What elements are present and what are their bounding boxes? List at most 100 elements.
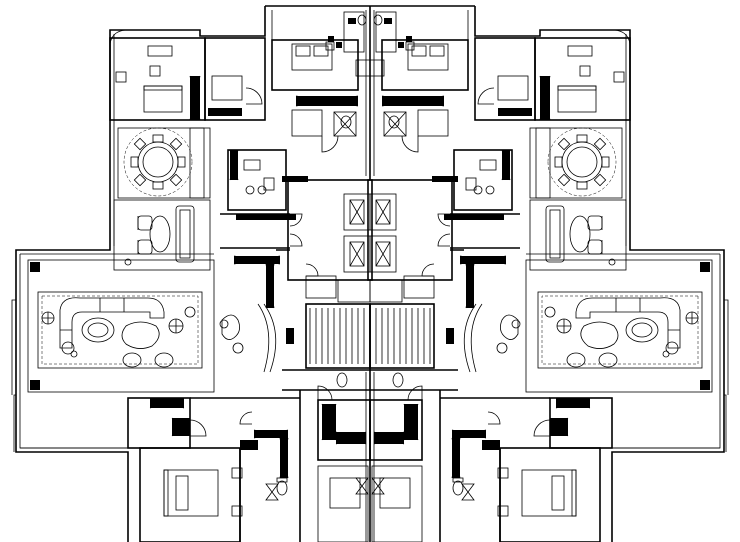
cabinet-cross xyxy=(233,255,281,265)
sculpture xyxy=(221,314,240,340)
door-swing xyxy=(189,419,207,437)
bed-headboard xyxy=(143,85,183,91)
living-rug xyxy=(37,291,203,369)
planter xyxy=(61,341,75,355)
toilet-tank xyxy=(276,477,288,483)
vanity-cross xyxy=(171,417,191,437)
fixture-black xyxy=(348,18,356,24)
lamp-cross xyxy=(42,312,54,324)
lift-frame xyxy=(305,275,337,299)
column xyxy=(286,328,294,344)
elevator-car xyxy=(349,199,365,225)
wc-small xyxy=(263,177,275,191)
bed-master xyxy=(291,43,333,71)
elevator-cross xyxy=(349,241,365,267)
dining-area xyxy=(117,127,211,199)
wardrobe xyxy=(240,440,258,450)
vanity-cross xyxy=(149,397,185,409)
sectional-seat-lines xyxy=(60,298,125,331)
lower-room xyxy=(317,465,369,542)
armchair xyxy=(137,239,153,255)
pouf xyxy=(122,352,142,368)
column xyxy=(30,380,40,390)
corner-balcony-curve xyxy=(109,29,127,45)
toilet xyxy=(276,480,288,496)
elevator-cross xyxy=(349,199,365,225)
nightstand xyxy=(231,505,243,517)
bowtie-fixture xyxy=(355,477,369,495)
lobby-door xyxy=(289,213,303,247)
corridor-wall xyxy=(220,213,290,249)
shower-cross xyxy=(333,111,357,137)
door-swing xyxy=(239,411,253,425)
side-table-cross xyxy=(169,319,183,333)
bed-pillow xyxy=(175,475,189,511)
counter-cross xyxy=(229,149,239,181)
nightstand xyxy=(115,71,127,83)
core-walls xyxy=(276,249,370,391)
planter-round xyxy=(232,342,244,354)
desk xyxy=(147,45,173,57)
coffee-table-round-inner xyxy=(87,322,109,338)
bed-small xyxy=(211,75,243,101)
dining-rug xyxy=(123,127,193,197)
vanity-cross xyxy=(335,431,367,445)
living-room xyxy=(27,259,215,393)
bedroom-lower-left xyxy=(139,447,241,542)
floor-plan-left-half xyxy=(11,6,373,542)
lounge-chair xyxy=(121,321,160,349)
fixture-black xyxy=(328,36,334,42)
bed-pillows xyxy=(313,45,329,57)
curved-wall xyxy=(257,303,270,373)
nightstand xyxy=(149,65,161,77)
elevator-car xyxy=(349,241,365,267)
door-swing xyxy=(321,135,339,153)
closet-cross xyxy=(279,437,289,479)
column xyxy=(30,262,40,272)
cabinet-cross xyxy=(265,263,275,309)
dining-table-inner xyxy=(142,146,174,178)
bowtie-fixture xyxy=(265,483,279,501)
lift-frame xyxy=(337,279,371,303)
door-swing xyxy=(305,263,319,277)
curved-wall-inner xyxy=(263,303,277,373)
shower-top xyxy=(343,11,365,53)
shower xyxy=(333,111,357,137)
dining-chairs xyxy=(130,134,186,190)
counter xyxy=(282,176,308,182)
side-table xyxy=(219,319,229,329)
nightstand-black xyxy=(336,42,342,48)
stove xyxy=(245,185,255,195)
bathtub xyxy=(291,109,323,137)
wardrobe-cross xyxy=(295,95,359,107)
door-swing xyxy=(245,87,263,105)
bed-pillows xyxy=(295,45,311,57)
toilet xyxy=(336,372,348,388)
wing-wall xyxy=(190,390,301,542)
sectional-sofa xyxy=(59,297,165,349)
planter xyxy=(70,350,78,358)
exterior-wall-left xyxy=(15,6,266,542)
toilet xyxy=(340,115,352,129)
coffee-table xyxy=(149,215,171,253)
sink xyxy=(243,159,261,171)
party-wall-line xyxy=(365,10,375,542)
lounge-area xyxy=(113,199,211,271)
sideboard xyxy=(189,127,205,199)
master-suite-left xyxy=(271,39,359,91)
floor-plan-right-half xyxy=(367,5,729,542)
wardrobe-cross xyxy=(189,75,201,121)
dressing-room xyxy=(204,37,266,121)
sofa xyxy=(175,205,195,263)
bed-headboard xyxy=(163,469,169,517)
vanity-basin xyxy=(357,14,367,26)
side-table xyxy=(124,258,132,266)
counter-block xyxy=(236,214,296,220)
pouf xyxy=(154,352,174,368)
living-rug-inner xyxy=(41,295,199,365)
door-swing xyxy=(317,385,333,401)
armchair xyxy=(137,215,153,231)
coffee-table-round xyxy=(81,317,115,343)
dining-table xyxy=(137,141,179,183)
